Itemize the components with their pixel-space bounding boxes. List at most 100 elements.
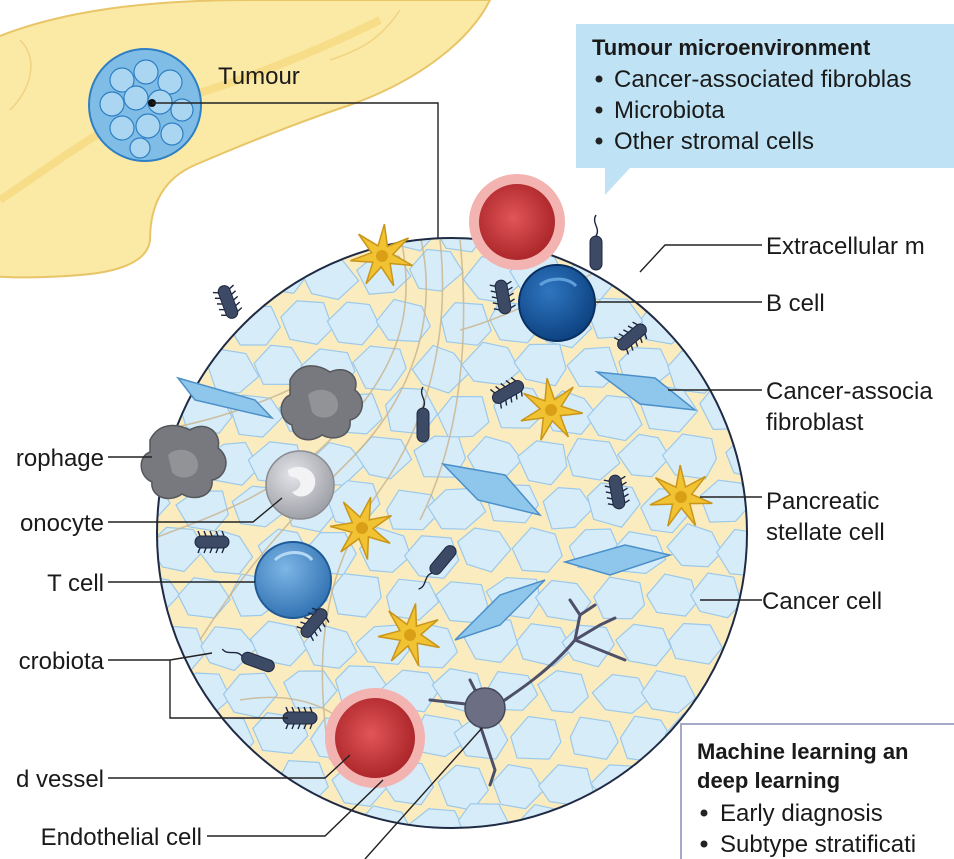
tme-item: Microbiota	[614, 97, 725, 124]
pancreas-organ	[0, 0, 492, 279]
cancer-cell	[640, 670, 697, 714]
ml-box	[680, 723, 954, 859]
cancer-cell	[157, 526, 205, 573]
label-blood-vessel: d vessel	[16, 766, 104, 793]
label-psc-line1: Pancreatic	[766, 488, 879, 515]
cancer-cell	[725, 433, 747, 481]
cancer-cell	[385, 578, 440, 621]
stellate-nucleus	[545, 404, 557, 416]
cancer-cell	[620, 259, 677, 301]
stellate-nucleus	[356, 522, 368, 534]
label-microbiota: crobiota	[19, 648, 105, 675]
bacterium	[589, 214, 603, 271]
label-macrophage: rophage	[16, 445, 104, 472]
cancer-cell	[403, 535, 460, 580]
cancer-cell	[157, 296, 177, 342]
bacterium	[221, 648, 275, 673]
cancer-cell	[492, 764, 545, 810]
cancer-cell	[259, 801, 311, 828]
tumour-mass	[88, 48, 202, 162]
cancer-cell	[249, 620, 308, 667]
cancer-cell	[666, 523, 723, 568]
cancer-cell	[542, 486, 594, 530]
cancer-cell	[457, 803, 512, 828]
cancer-cell	[645, 573, 699, 617]
t-cell	[254, 541, 332, 619]
bacterium	[194, 530, 230, 554]
cancer-cell	[668, 622, 723, 665]
cancer-cell	[411, 344, 470, 394]
cancer-cell	[456, 527, 512, 573]
cancer-cell	[639, 238, 700, 256]
cancer-cell	[615, 623, 672, 667]
cancer-cell	[687, 238, 744, 256]
cancer-cell	[352, 345, 407, 391]
cancer-cell	[513, 343, 567, 387]
microbiota	[194, 214, 648, 730]
cancer-cell	[408, 248, 465, 292]
stellate-cells	[329, 223, 713, 667]
b-cell	[518, 264, 596, 342]
cancer-cell	[671, 256, 724, 298]
cancer-cell	[510, 715, 562, 760]
cancer-cell	[563, 809, 620, 828]
cancer-cell	[569, 716, 619, 760]
bacterium	[489, 279, 516, 315]
cancer-cell	[641, 302, 694, 345]
cancer-cell	[203, 717, 255, 761]
label-caf-line1: Cancer-associa	[766, 378, 933, 405]
cancer-cell	[176, 758, 233, 803]
cancer-cell	[517, 440, 568, 486]
label-caf-line2: fibroblast	[766, 409, 864, 436]
tme-item: Cancer-associated fibroblas	[614, 66, 911, 93]
cancer-cell	[273, 238, 332, 255]
cancer-cell	[326, 301, 380, 346]
bacterium	[282, 706, 318, 730]
cancer-cell	[330, 572, 382, 618]
bacterium	[418, 545, 457, 590]
ml-title-line1: Machine learning an	[697, 739, 909, 764]
cancer-cell	[254, 252, 307, 294]
cancer-cell	[609, 811, 670, 828]
neuron-body	[464, 687, 506, 729]
label-monocyte: onocyte	[20, 510, 104, 537]
cancer-cell	[200, 804, 257, 828]
stellate-nucleus	[404, 629, 416, 641]
cancer-cell	[696, 303, 747, 345]
cancer-cell	[586, 394, 643, 442]
cancer-cell	[689, 572, 743, 619]
cancer-cell	[157, 673, 177, 718]
leader-lines	[108, 244, 762, 859]
monocyte	[265, 450, 335, 520]
cancer-cell	[593, 576, 646, 620]
cancer-cell	[566, 437, 621, 481]
ml-item: Subtype stratificati	[720, 831, 916, 858]
cancer-cell	[172, 238, 228, 250]
bacterium	[613, 321, 648, 355]
bacterium	[212, 284, 243, 319]
cancer-cell	[516, 623, 573, 667]
cancer-cell	[157, 756, 176, 803]
cancer-cell	[277, 759, 329, 807]
cancer-cell	[299, 810, 355, 828]
cancer-cell	[537, 669, 589, 714]
cancer-cell	[157, 714, 208, 760]
cancer-cell	[175, 490, 230, 532]
cancer-cell	[173, 306, 226, 350]
cancer-cell	[725, 623, 747, 668]
cancer-cell	[157, 256, 202, 304]
label-t-cell: T cell	[47, 570, 104, 597]
label-b-cell: B cell	[766, 290, 825, 317]
label-endothelial-cell: Endothelial cell	[41, 824, 202, 851]
cancer-cell	[661, 433, 718, 480]
cancer-cell	[617, 433, 671, 478]
cancer-cell	[667, 350, 722, 394]
stellate-nucleus	[675, 491, 687, 503]
label-psc-line2: stellate cell	[766, 519, 885, 546]
cancer-cell	[591, 673, 650, 715]
label-tumour: Tumour	[218, 63, 300, 90]
tme-item: Other stromal cells	[614, 128, 814, 155]
bacterium	[416, 386, 430, 443]
ml-item: Early diagnosis	[720, 800, 883, 827]
